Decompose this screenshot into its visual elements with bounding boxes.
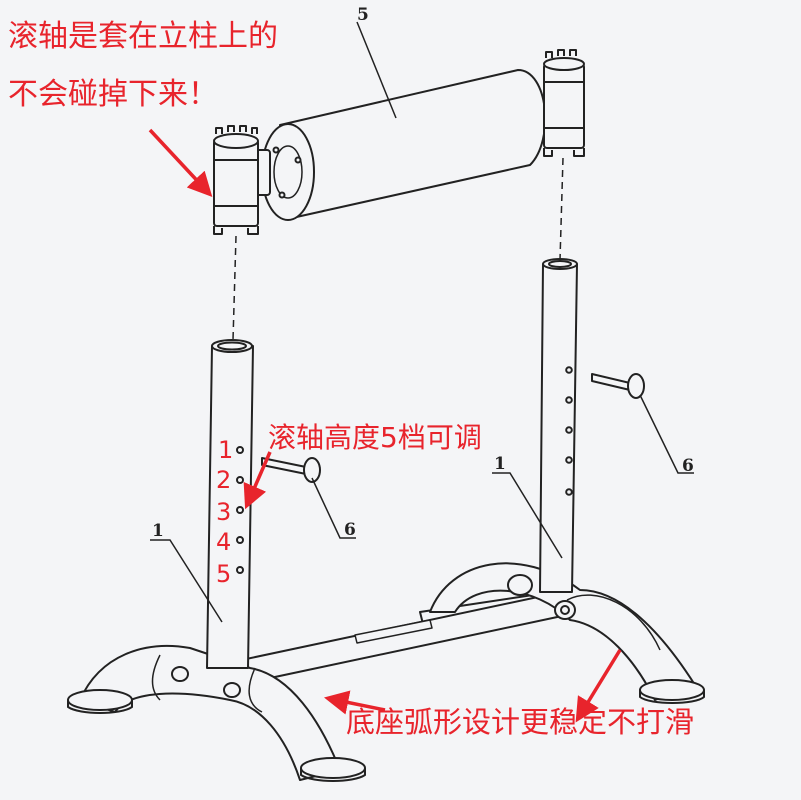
base-arc-left [67,644,366,782]
annotation-sleeve-line2: 不会碰掉下来！ [8,77,218,112]
arrow-to-right-base [575,649,622,723]
callout-post-right: 1 [494,454,506,474]
locking-pin-right [591,373,645,399]
annotation-height-levels: 滚轴高度5档可调 [268,421,482,454]
height-level-2: 2 [216,466,232,494]
callout-pin-right: 6 [682,456,694,476]
height-level-1: 1 [218,436,234,464]
annotation-sleeve-line1: 滚轴是套在立柱上的 [8,19,278,54]
alignment-line-left [232,235,237,341]
arrow-to-sleeve [148,128,213,197]
leader-post-left [150,539,223,623]
height-level-3: 3 [216,498,232,526]
left-upright-post [206,339,254,669]
annotation-base-design: 底座弧形设计更稳定不打滑 [346,705,695,739]
callout-pin-left: 6 [344,520,356,540]
leader-pin-left [311,477,356,539]
right-upright-post [539,258,578,593]
height-level-5: 5 [216,560,232,588]
arrow-to-holes [243,451,272,510]
callout-roller: 5 [357,5,369,25]
leader-roller [356,21,397,119]
locking-pin-left [261,457,321,483]
leader-post-right [492,472,563,559]
alignment-line-right [559,157,564,261]
roller-assembly [213,49,585,235]
front-cross-tube [231,593,563,685]
height-level-4: 4 [216,528,232,556]
callout-post-left: 1 [152,521,164,541]
leader-pin-right [639,394,694,474]
arrow-to-left-base [323,690,386,715]
